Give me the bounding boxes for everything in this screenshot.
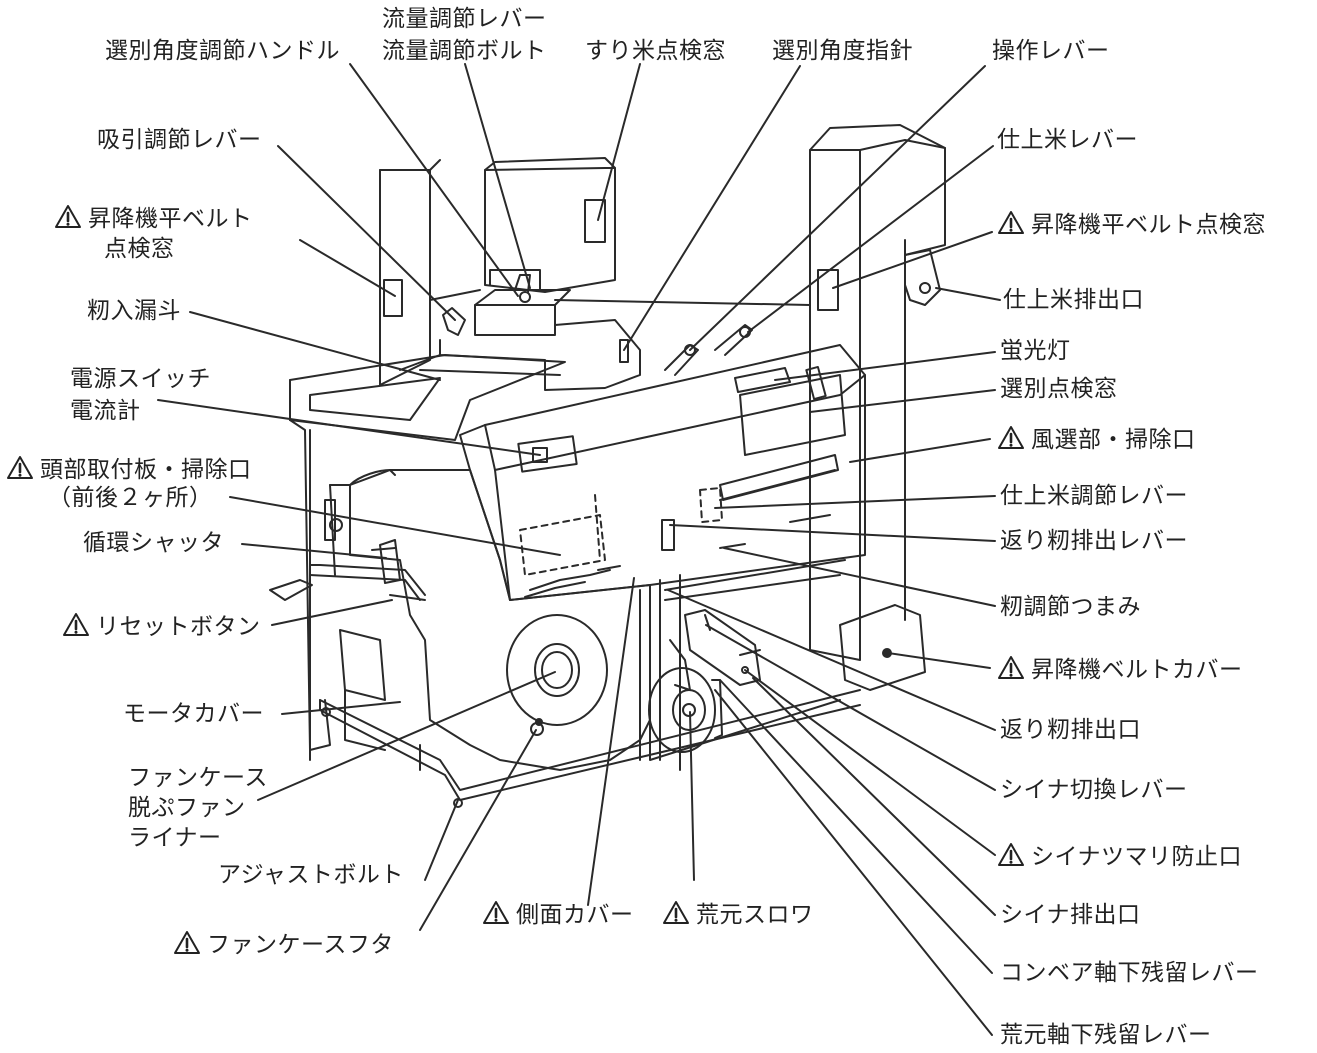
top-window-box	[484, 157, 616, 293]
label-sort-angle-handle: 選別角度調節ハンドル	[105, 38, 340, 64]
paddy-hopper-tray	[289, 354, 566, 441]
label-text: 側面カバー	[516, 902, 634, 928]
finished-rice-spout	[904, 249, 941, 306]
label-elevator-belt-cover: 昇降機ベルトカバー	[997, 655, 1243, 684]
label-elevator-belt-window-left: 昇降機平ベルト	[54, 204, 253, 233]
label-fan-case-lid: ファンケースフタ	[173, 930, 394, 959]
label-ammeter: 電流計	[70, 398, 141, 424]
label-finished-rice-adj-lever: 仕上米調節レバー	[1000, 483, 1188, 509]
left-elevator-column	[379, 159, 441, 386]
warning-icon	[62, 612, 90, 637]
label-text: 昇降機平ベルト点検窓	[1031, 212, 1266, 238]
label-power-switch: 電源スイッチ	[70, 366, 211, 392]
label-suction-lever: 吸引調節レバー	[97, 127, 262, 153]
label-shiina-outlet: シイナ排出口	[1000, 902, 1141, 928]
warning-icon	[997, 655, 1025, 680]
warning-icon	[997, 210, 1025, 235]
warning-icon	[997, 842, 1025, 867]
label-hulled-rice-window: すり米点検窓	[585, 38, 726, 64]
label-husking-fan: 脱ぷファン	[128, 795, 246, 821]
elevator-belt-cover	[839, 604, 926, 691]
label-text: リセットボタン	[96, 614, 261, 640]
label-text: 風選部・掃除口	[1031, 427, 1196, 453]
label-elevator-belt-window-right: 昇降機平ベルト点検窓	[997, 210, 1266, 239]
warning-icon	[173, 930, 201, 955]
label-text: 荒元スロワ	[696, 902, 814, 928]
right-elevator-column	[809, 124, 946, 691]
label-aramoto-residue-lever: 荒元軸下残留レバー	[1000, 1022, 1212, 1048]
label-conveyor-residue-lever: コンベア軸下残留レバー	[1000, 960, 1259, 986]
main-body	[459, 344, 866, 601]
label-circulation-shutter: 循環シャッタ	[83, 530, 224, 556]
right-belt-window	[817, 269, 839, 311]
leader-lines	[157, 63, 1001, 1036]
label-adjust-bolt: アジャストボルト	[218, 862, 404, 888]
side-housing	[349, 469, 651, 771]
label-return-paddy-outlet: 返り籾排出口	[1000, 717, 1141, 743]
label-reset-button: リセットボタン	[62, 612, 261, 641]
warning-icon	[6, 455, 34, 480]
label-text: ファンケースフタ	[207, 932, 394, 958]
label-operation-lever: 操作レバー	[992, 38, 1110, 64]
label-finished-rice-outlet: 仕上米排出口	[1003, 287, 1144, 313]
label-shiina-jam-port: シイナツマリ防止口	[997, 842, 1242, 871]
label-finished-rice-lever: 仕上米レバー	[997, 127, 1138, 153]
label-shiina-switch-lever: シイナ切換レバー	[1000, 777, 1188, 803]
label-head-plate: 頭部取付板・掃除口	[6, 455, 252, 484]
label-fan-case: ファンケース	[128, 765, 268, 791]
label-motor-cover: モータカバー	[123, 701, 264, 727]
left-belt-window	[383, 279, 403, 317]
label-wind-cleanout: 風選部・掃除口	[997, 425, 1196, 454]
warning-icon	[662, 900, 690, 925]
label-text: シイナツマリ防止口	[1031, 844, 1243, 870]
label-aramoto-thrower: 荒元スロワ	[662, 900, 814, 929]
aramoto-pulley	[648, 667, 716, 753]
label-sort-angle-pointer: 選別角度指針	[772, 38, 913, 64]
label-liner: ライナー	[128, 825, 222, 851]
label-flow-lever: 流量調節レバー	[382, 6, 547, 32]
warning-icon	[54, 204, 82, 229]
label-paddy-knob: 籾調節つまみ	[1000, 594, 1141, 620]
warning-icon	[482, 900, 510, 925]
label-flow-bolt: 流量調節ボルト	[382, 38, 547, 64]
warning-icon	[997, 425, 1025, 450]
label-return-paddy-lever: 返り籾排出レバー	[1000, 528, 1188, 554]
label-sorting-window: 選別点検窓	[1000, 376, 1118, 402]
label-paddy-hopper: 籾入漏斗	[87, 298, 181, 324]
label-fluorescent-lamp: 蛍光灯	[1000, 338, 1071, 364]
hulled-rice-window-slot	[584, 199, 606, 243]
fan-case-circle	[506, 614, 608, 726]
label-head-plate-line2: （前後２ヶ所）	[48, 485, 213, 511]
label-text: 昇降機ベルトカバー	[1031, 657, 1243, 683]
label-text: 頭部取付板・掃除口	[40, 457, 252, 483]
label-text: 昇降機平ベルト	[88, 206, 253, 232]
label-side-cover: 側面カバー	[482, 900, 634, 929]
label-elevator-belt-window-left-line2: 点検窓	[104, 236, 175, 262]
upper-body	[429, 289, 906, 391]
